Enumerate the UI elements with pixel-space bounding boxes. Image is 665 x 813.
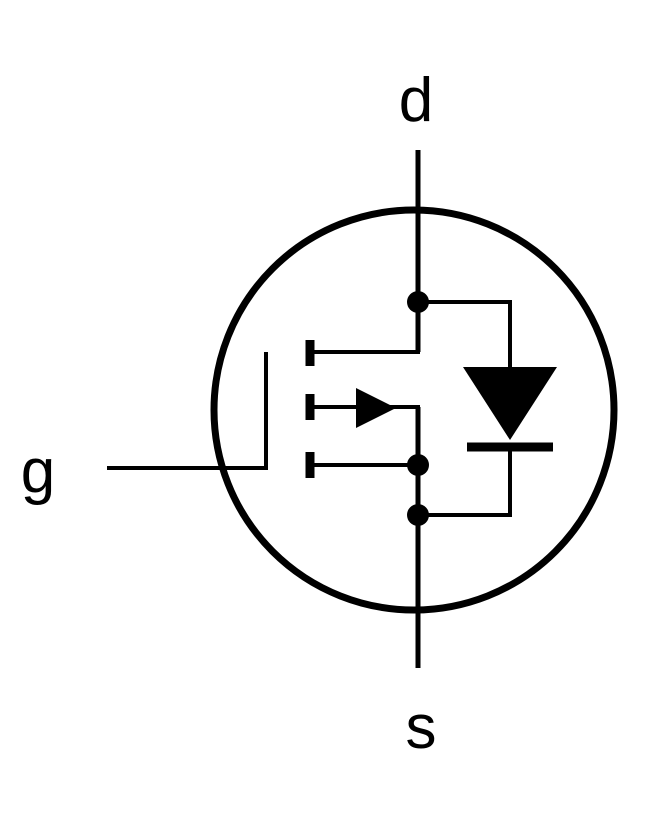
gate-label: g (21, 437, 55, 506)
body-arrow (356, 388, 396, 428)
device-envelope-circle (210, 206, 618, 614)
gate-plate (107, 352, 268, 470)
diode-branch-top (418, 300, 512, 367)
diode-triangle (463, 367, 557, 440)
source-junction-dot (407, 454, 429, 476)
source-label: s (406, 693, 437, 762)
drain-label: d (399, 66, 433, 135)
diode-branch-bottom (418, 447, 512, 517)
